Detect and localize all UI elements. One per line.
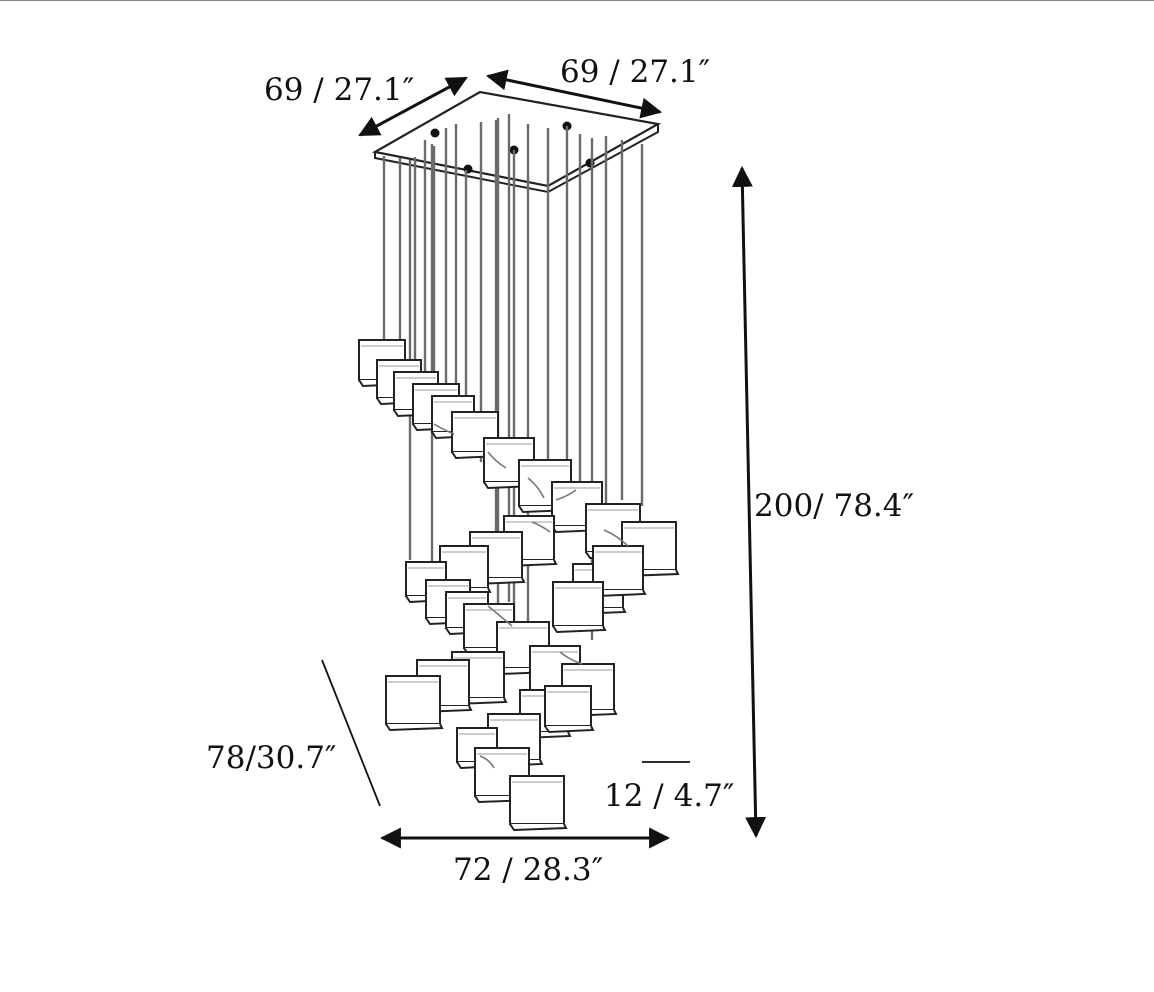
top-border-line [0,0,1154,1]
crystal-cube [509,775,568,832]
canopy-right-dimension-label: 69 / 27.1″ [560,54,710,90]
depth-line [321,659,381,807]
crystal-inclusion [603,529,629,547]
crystal-inclusion [559,651,583,665]
crystal-inclusion [433,423,455,435]
crystal-inclusion [479,755,495,769]
crystal-cube [544,685,595,734]
crystal-cubes [358,339,680,832]
cube-size-dimension-label: 12 / 4.7″ [604,778,734,814]
canopy-plate [371,90,662,194]
canopy-right-arrow [485,69,663,119]
crystal-inclusion [487,605,513,627]
canopy-left-dimension-label: 69 / 27.1″ [264,72,414,108]
crystal-inclusion [527,477,545,499]
width-dimension-label: 72 / 28.3″ [453,852,603,888]
crystal-inclusion [531,521,551,533]
crystal-inclusion [555,489,577,501]
suspension-rods [382,114,644,650]
total-height-dimension-label: 200/ 78.4″ [754,488,914,524]
crystal-cube [385,675,444,732]
crystal-inclusion [487,451,507,469]
crystal-cube [552,581,607,634]
canopy-left-arrow [358,76,468,137]
height-arrow [731,165,767,839]
depth-dimension-label: 78/30.7″ [206,740,337,776]
